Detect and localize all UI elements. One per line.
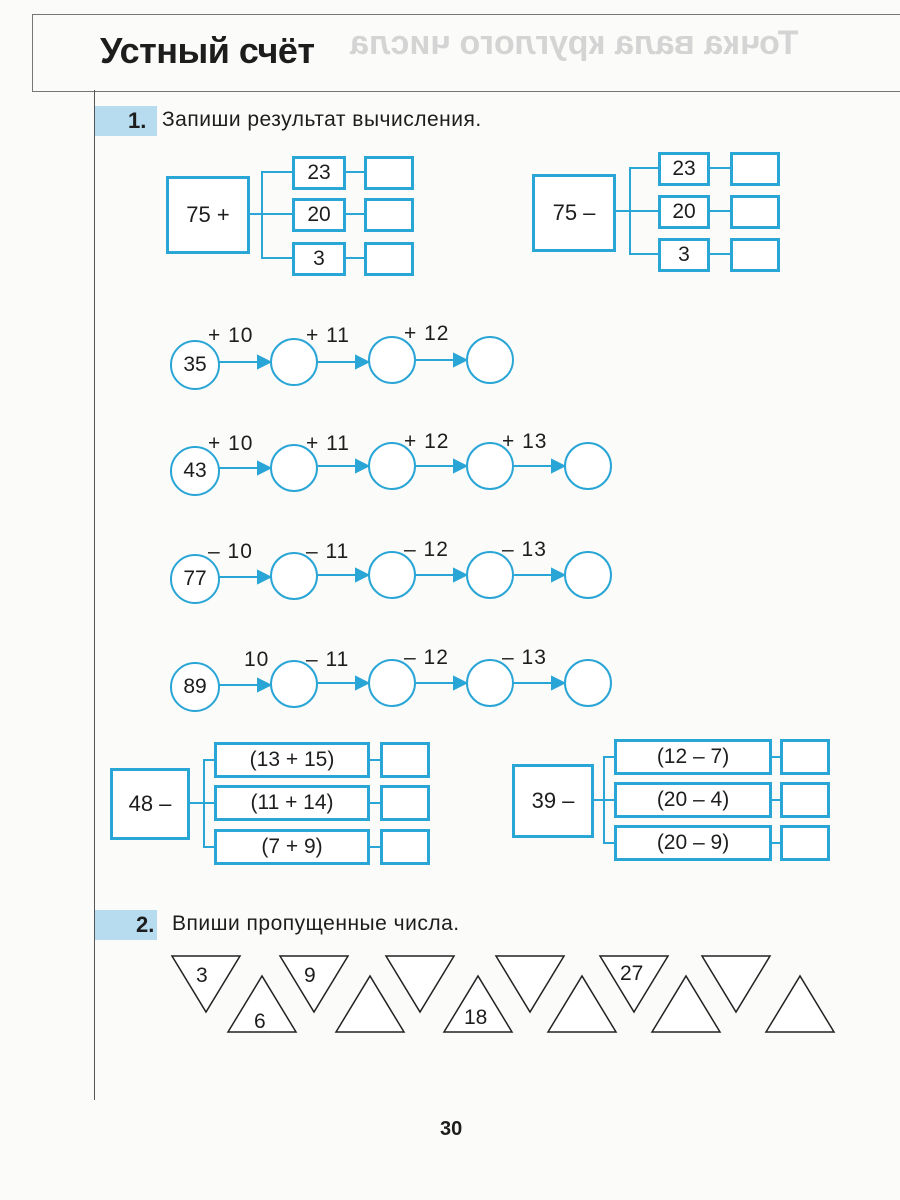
answer-circle[interactable] [564, 551, 612, 599]
answer-box[interactable] [780, 739, 830, 775]
chain-op: + 10 [208, 324, 254, 347]
chain-start: 89 [170, 662, 220, 712]
chain-op: – 13 [502, 538, 547, 561]
answer-box[interactable] [380, 742, 430, 778]
triangle-number: 3 [196, 964, 208, 987]
chain-op: – 11 [306, 648, 350, 671]
task1-highlight [95, 106, 157, 136]
chain-op: – 10 [208, 540, 253, 563]
chain-start: 43 [170, 446, 220, 496]
chain-op: 10 [244, 648, 270, 671]
answer-circle[interactable] [466, 551, 514, 599]
answer-box[interactable] [780, 825, 830, 861]
answer-circle[interactable] [368, 442, 416, 490]
tree-item: (11 + 14) [214, 785, 370, 821]
tree-item: 20 [292, 198, 346, 232]
answer-circle[interactable] [564, 442, 612, 490]
triangle-row [170, 955, 836, 1033]
task1-text: Запиши результат вычисления. [162, 108, 482, 131]
tree-item: (7 + 9) [214, 829, 370, 865]
tree-item: (20 – 9) [614, 825, 772, 861]
tree-item: 23 [658, 152, 710, 186]
chain-op: – 11 [306, 540, 350, 563]
chain-op: + 13 [502, 430, 548, 453]
task2-number: 2. [136, 912, 155, 937]
page-title: Устный счёт [100, 30, 315, 71]
margin-line [94, 90, 95, 1100]
answer-circle[interactable] [466, 659, 514, 707]
answer-circle[interactable] [270, 660, 318, 708]
answer-circle[interactable] [368, 659, 416, 707]
answer-circle[interactable] [368, 336, 416, 384]
chain-op: + 10 [208, 432, 254, 455]
chain-op: + 11 [306, 432, 350, 455]
answer-box[interactable] [364, 242, 414, 276]
tree-root-75-plus: 75 + [166, 176, 250, 254]
answer-circle[interactable] [270, 338, 318, 386]
tree-item: 20 [658, 195, 710, 229]
chain-op: – 12 [404, 646, 449, 669]
answer-box[interactable] [380, 785, 430, 821]
chain-op: – 12 [404, 538, 449, 561]
chain-start: 77 [170, 554, 220, 604]
task1-number: 1. [128, 108, 147, 133]
chain-start: 35 [170, 340, 220, 390]
tree-root-75-minus: 75 – [532, 174, 616, 252]
answer-box[interactable] [780, 782, 830, 818]
tree-item: (12 – 7) [614, 739, 772, 775]
triangle-number: 18 [464, 1006, 488, 1029]
tree-item: 3 [292, 242, 346, 276]
tree-item: 3 [658, 238, 710, 272]
answer-box[interactable] [380, 829, 430, 865]
triangle-number: 9 [304, 964, 316, 987]
answer-circle[interactable] [466, 336, 514, 384]
triangle-number: 6 [254, 1010, 266, 1033]
answer-circle[interactable] [270, 552, 318, 600]
triangle-number: 27 [620, 962, 644, 985]
answer-circle[interactable] [466, 442, 514, 490]
page-number: 30 [440, 1118, 463, 1140]
answer-box[interactable] [730, 238, 780, 272]
tree-item: (13 + 15) [214, 742, 370, 778]
answer-circle[interactable] [368, 551, 416, 599]
tree-item: 23 [292, 156, 346, 190]
chain-op: + 12 [404, 322, 450, 345]
answer-box[interactable] [730, 195, 780, 229]
task2-text: Впиши пропущенные числа. [172, 912, 460, 935]
answer-circle[interactable] [270, 444, 318, 492]
tree-root-48-minus: 48 – [110, 768, 190, 840]
answer-circle[interactable] [564, 659, 612, 707]
tree-root-39-minus: 39 – [512, 764, 594, 838]
chain-op: – 13 [502, 646, 547, 669]
header-frame [32, 14, 900, 92]
chain-op: + 12 [404, 430, 450, 453]
tree-item: (20 – 4) [614, 782, 772, 818]
answer-box[interactable] [730, 152, 780, 186]
chain-op: + 11 [306, 324, 350, 347]
task2-highlight [95, 910, 157, 940]
answer-box[interactable] [364, 156, 414, 190]
answer-box[interactable] [364, 198, 414, 232]
